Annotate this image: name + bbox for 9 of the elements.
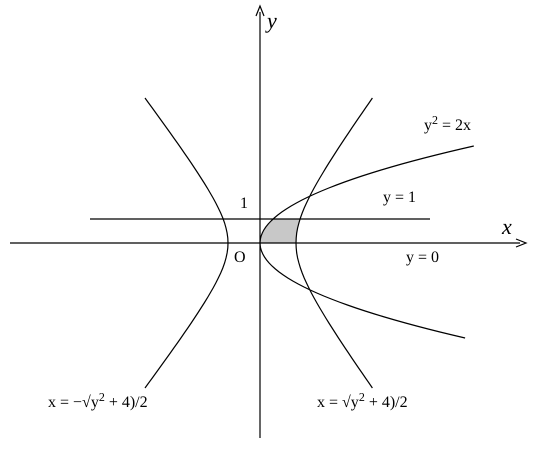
axis-label: x: [502, 216, 512, 238]
tick-label: 1: [240, 196, 248, 212]
axis-label: y: [267, 10, 277, 32]
equation-label: y = 1: [383, 190, 416, 206]
equation-label: y = 0: [406, 250, 440, 266]
equation-label: x = √y$^{2}$ + 4)/2: [317, 395, 408, 411]
equation-label: y$^{2}$ = 2x: [424, 118, 472, 134]
origin-label: O: [234, 250, 246, 266]
equation-label: x = −√y$^{2}$ + 4)/2: [48, 395, 148, 411]
